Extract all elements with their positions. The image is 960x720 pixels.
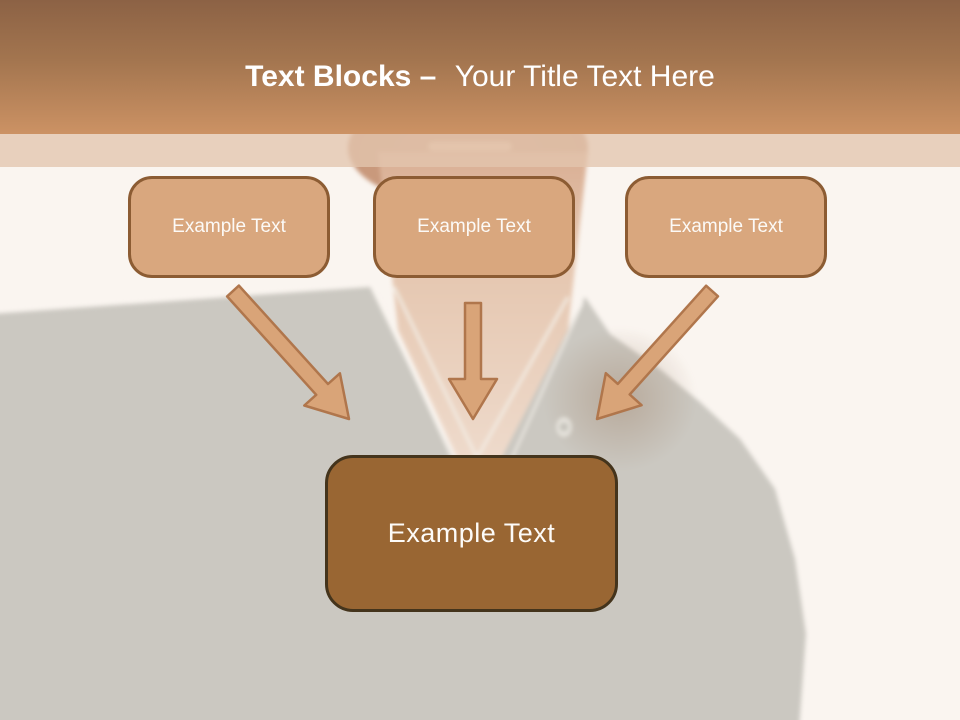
text-block-1[interactable]: Example Text: [128, 176, 330, 278]
text-block-2-label: Example Text: [417, 216, 531, 237]
result-block-label: Example Text: [387, 518, 556, 548]
slide-header: Text Blocks – Your Title Text Here: [0, 0, 960, 134]
arrow-down-right-icon[interactable]: [225, 284, 351, 421]
text-block-3[interactable]: Example Text: [625, 176, 827, 278]
text-block-2[interactable]: Example Text: [373, 176, 575, 278]
arrow-down-left-icon[interactable]: [595, 284, 720, 421]
header-underband: [0, 134, 960, 167]
arrow-down-icon[interactable]: [447, 301, 499, 421]
shirt-seam-left: [376, 293, 463, 481]
title-bold-segment: Text Blocks –: [245, 59, 437, 93]
result-block[interactable]: Example Text: [325, 455, 618, 612]
shirt-seam-right: [501, 301, 584, 481]
shirt-button: [556, 417, 572, 437]
title-regular-segment: Your Title Text Here: [454, 59, 715, 93]
page-title[interactable]: Text Blocks – Your Title Text Here: [245, 60, 715, 93]
text-block-3-label: Example Text: [669, 216, 783, 237]
text-block-1-label: Example Text: [172, 216, 286, 237]
